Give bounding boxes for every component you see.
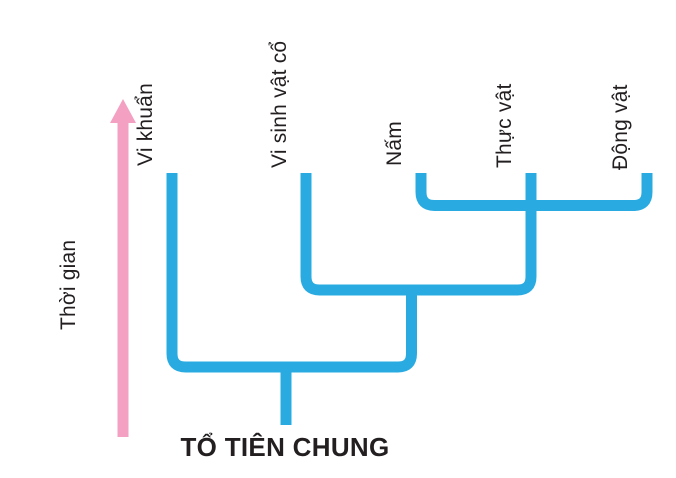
taxon-label-nam: Nấm: [383, 121, 406, 166]
taxon-label-vi-sinh-vat-co: Vi sinh vật cổ: [268, 40, 291, 168]
taxon-label-dong-vat: Động vật: [609, 84, 632, 170]
time-arrow-icon: [110, 99, 136, 437]
taxon-label-vi-khuan: Vi khuẩn: [134, 83, 157, 166]
branch-bacteria-basal-bracket: [166, 173, 417, 373]
common-ancestor-label: TỔ TIÊN CHUNG: [180, 432, 390, 462]
taxon-label-thuc-vat: Thực vật: [493, 83, 516, 168]
branch-archaea-plant-bracket: [300, 173, 537, 296]
time-axis-label: Thời gian: [57, 239, 80, 330]
